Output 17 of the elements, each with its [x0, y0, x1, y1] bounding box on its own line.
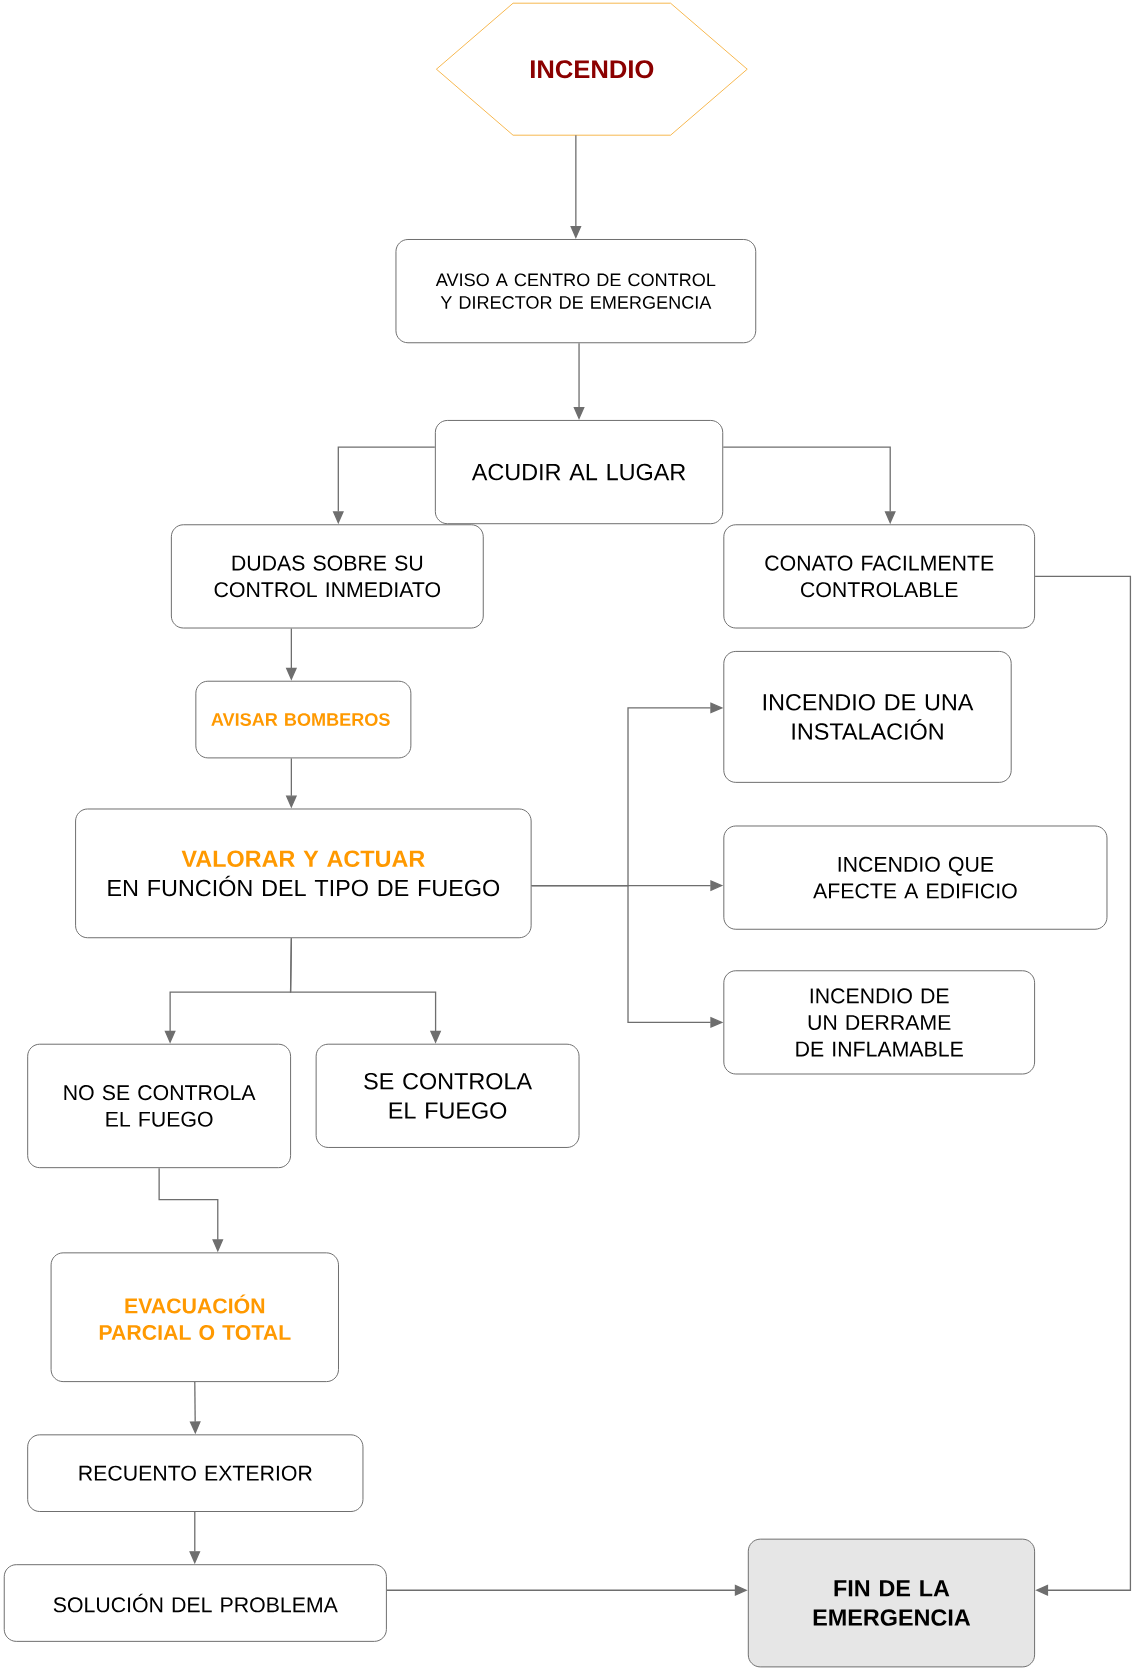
- process-box: ACUDIR AL LUGAR: [435, 419, 724, 525]
- process-box: AVISO A CENTRO DE CONTROL Y DIRECTOR DE EMERGENCIA: [395, 239, 757, 344]
- process-box: EVACUACIÓN PARCIAL O TOTAL: [50, 1252, 340, 1383]
- process-box: VALORAR Y ACTUAR EN FUNCIÓN DEL TIPO DE FUEGO: [75, 808, 532, 939]
- process-box: SE CONTROLA EL FUEGO: [315, 1043, 580, 1148]
- process-box: RECUENTO EXTERIOR: [27, 1434, 364, 1512]
- process-box: SOLUCIÓN DEL PROBLEMA: [3, 1564, 388, 1642]
- process-box: CONATO FACILMENTE CONTROLABLE: [723, 524, 1036, 629]
- process-box: AVISAR BOMBEROS: [195, 680, 412, 759]
- process-box: DUDAS SOBRE SU CONTROL INMEDIATO: [171, 524, 484, 629]
- start-hexagon: INCENDIO: [436, 2, 748, 136]
- process-box: INCENDIO DE UNA INSTALACIÓN: [723, 650, 1012, 783]
- end-box: FIN DE LA EMERGENCIA: [748, 1538, 1036, 1668]
- process-box: NO SE CONTROLA EL FUEGO: [27, 1043, 292, 1169]
- process-box: INCENDIO DE UN DERRAME DE INFLAMABLE: [723, 970, 1036, 1075]
- process-box: INCENDIO QUE AFECTE A EDIFICIO: [723, 825, 1108, 930]
- arrow: [1034, 575, 1132, 1596]
